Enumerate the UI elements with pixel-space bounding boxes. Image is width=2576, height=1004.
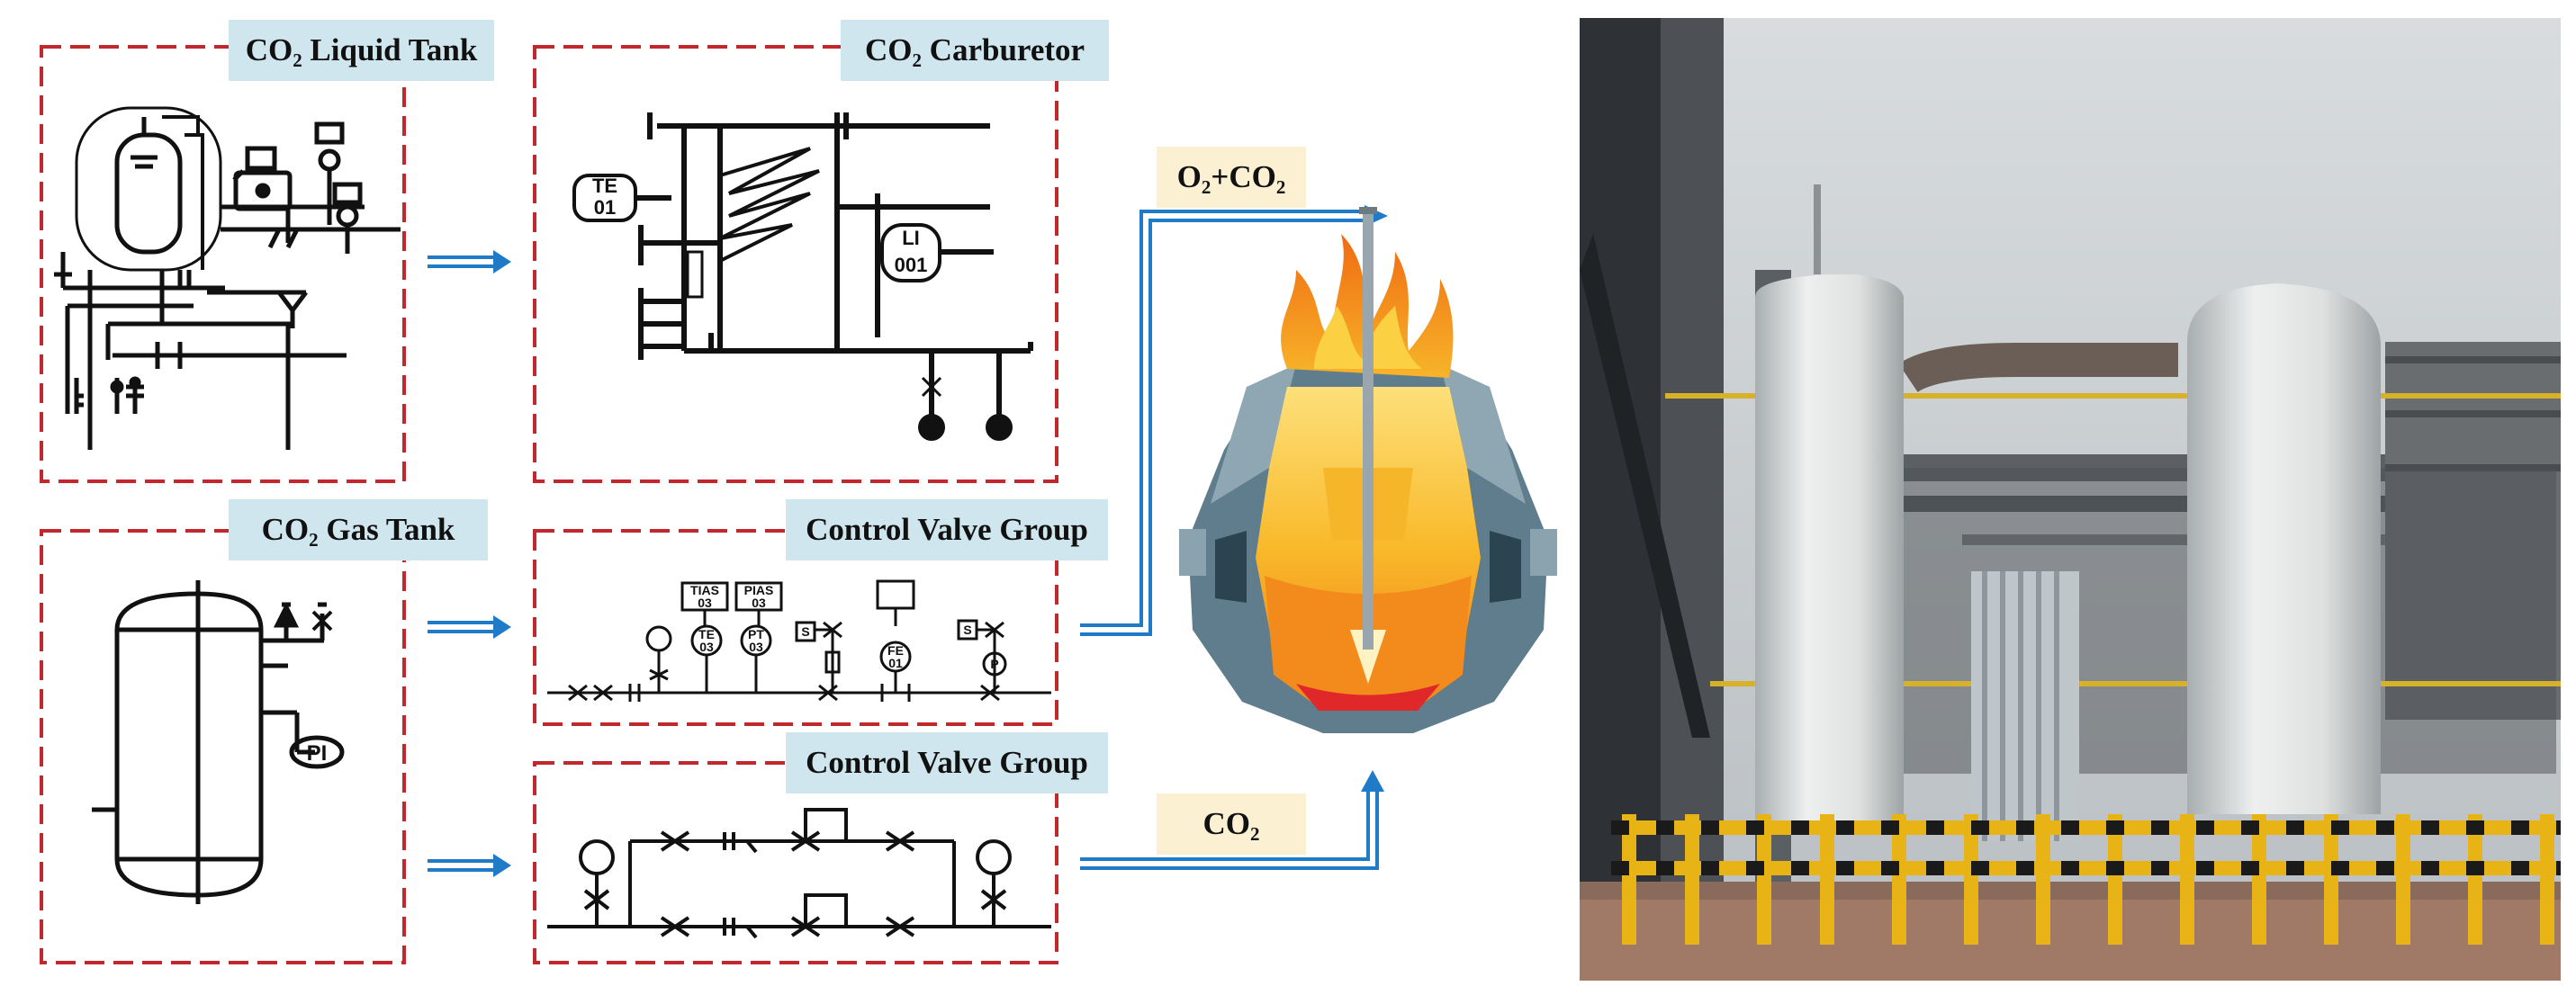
valve-fe-num: 01 bbox=[888, 656, 903, 670]
valve-p-tag: P bbox=[990, 657, 998, 671]
flow-lines bbox=[1080, 210, 1379, 870]
carburetor-label: CO₂ Carburetor bbox=[841, 20, 1109, 81]
valve-group-upper-label: Control Valve Group bbox=[786, 499, 1108, 560]
solenoid-s2-tag: S bbox=[963, 623, 971, 637]
carburetor-level-tag: LI bbox=[902, 227, 920, 249]
valve-pt-tag: PT bbox=[748, 627, 764, 641]
carburetor-tags: TE 01 LI 001 bbox=[592, 175, 927, 276]
valve-te-tag: TE bbox=[698, 627, 715, 641]
gas-tank-pi-tag: PI bbox=[307, 741, 328, 766]
valve-pias-tag: PIAS bbox=[744, 583, 774, 597]
oxygen-lance bbox=[1363, 209, 1374, 650]
valve-pt-num: 03 bbox=[749, 640, 763, 654]
gas-tank-schematic bbox=[92, 580, 345, 904]
lance-cap bbox=[1359, 207, 1377, 214]
site-photo bbox=[1580, 18, 2561, 981]
gas-tank-label: CO₂ Gas Tank bbox=[229, 499, 488, 560]
solenoid-s1-tag: S bbox=[801, 624, 809, 639]
valve-pias-num: 03 bbox=[752, 596, 766, 610]
valve-fe-tag: FE bbox=[887, 643, 904, 658]
valve-te-num: 03 bbox=[699, 640, 714, 654]
valve-tias-tag: TIAS bbox=[690, 583, 719, 597]
transfer-arrow-heads bbox=[493, 250, 511, 877]
valve-group-lower-schematic bbox=[547, 808, 1051, 939]
mix-flow-label: O₂+CO₂ bbox=[1157, 147, 1306, 208]
carburetor-schematic bbox=[572, 112, 1033, 441]
gas-tank-frame bbox=[40, 529, 406, 964]
liquid-tank-label: CO₂ Liquid Tank bbox=[229, 20, 494, 81]
valve-upper-tags: TIAS 03 PIAS 03 TE 03 PT 03 FE 01 S S P bbox=[690, 583, 999, 671]
carburetor-te-num: 01 bbox=[594, 196, 616, 219]
valve-group-lower-label: Control Valve Group bbox=[786, 732, 1108, 793]
liquid-tank-schematic bbox=[54, 106, 401, 450]
carburetor-frame bbox=[533, 45, 1058, 483]
co2-flow-label: CO₂ bbox=[1157, 793, 1306, 855]
liquid-tank-frame bbox=[40, 45, 406, 483]
flame bbox=[1281, 234, 1454, 378]
transfer-arrows bbox=[428, 255, 495, 872]
carburetor-te-tag: TE bbox=[592, 175, 617, 197]
valve-group-upper-schematic bbox=[547, 579, 1051, 702]
valve-tias-num: 03 bbox=[698, 596, 712, 610]
carburetor-level-num: 001 bbox=[895, 254, 928, 276]
